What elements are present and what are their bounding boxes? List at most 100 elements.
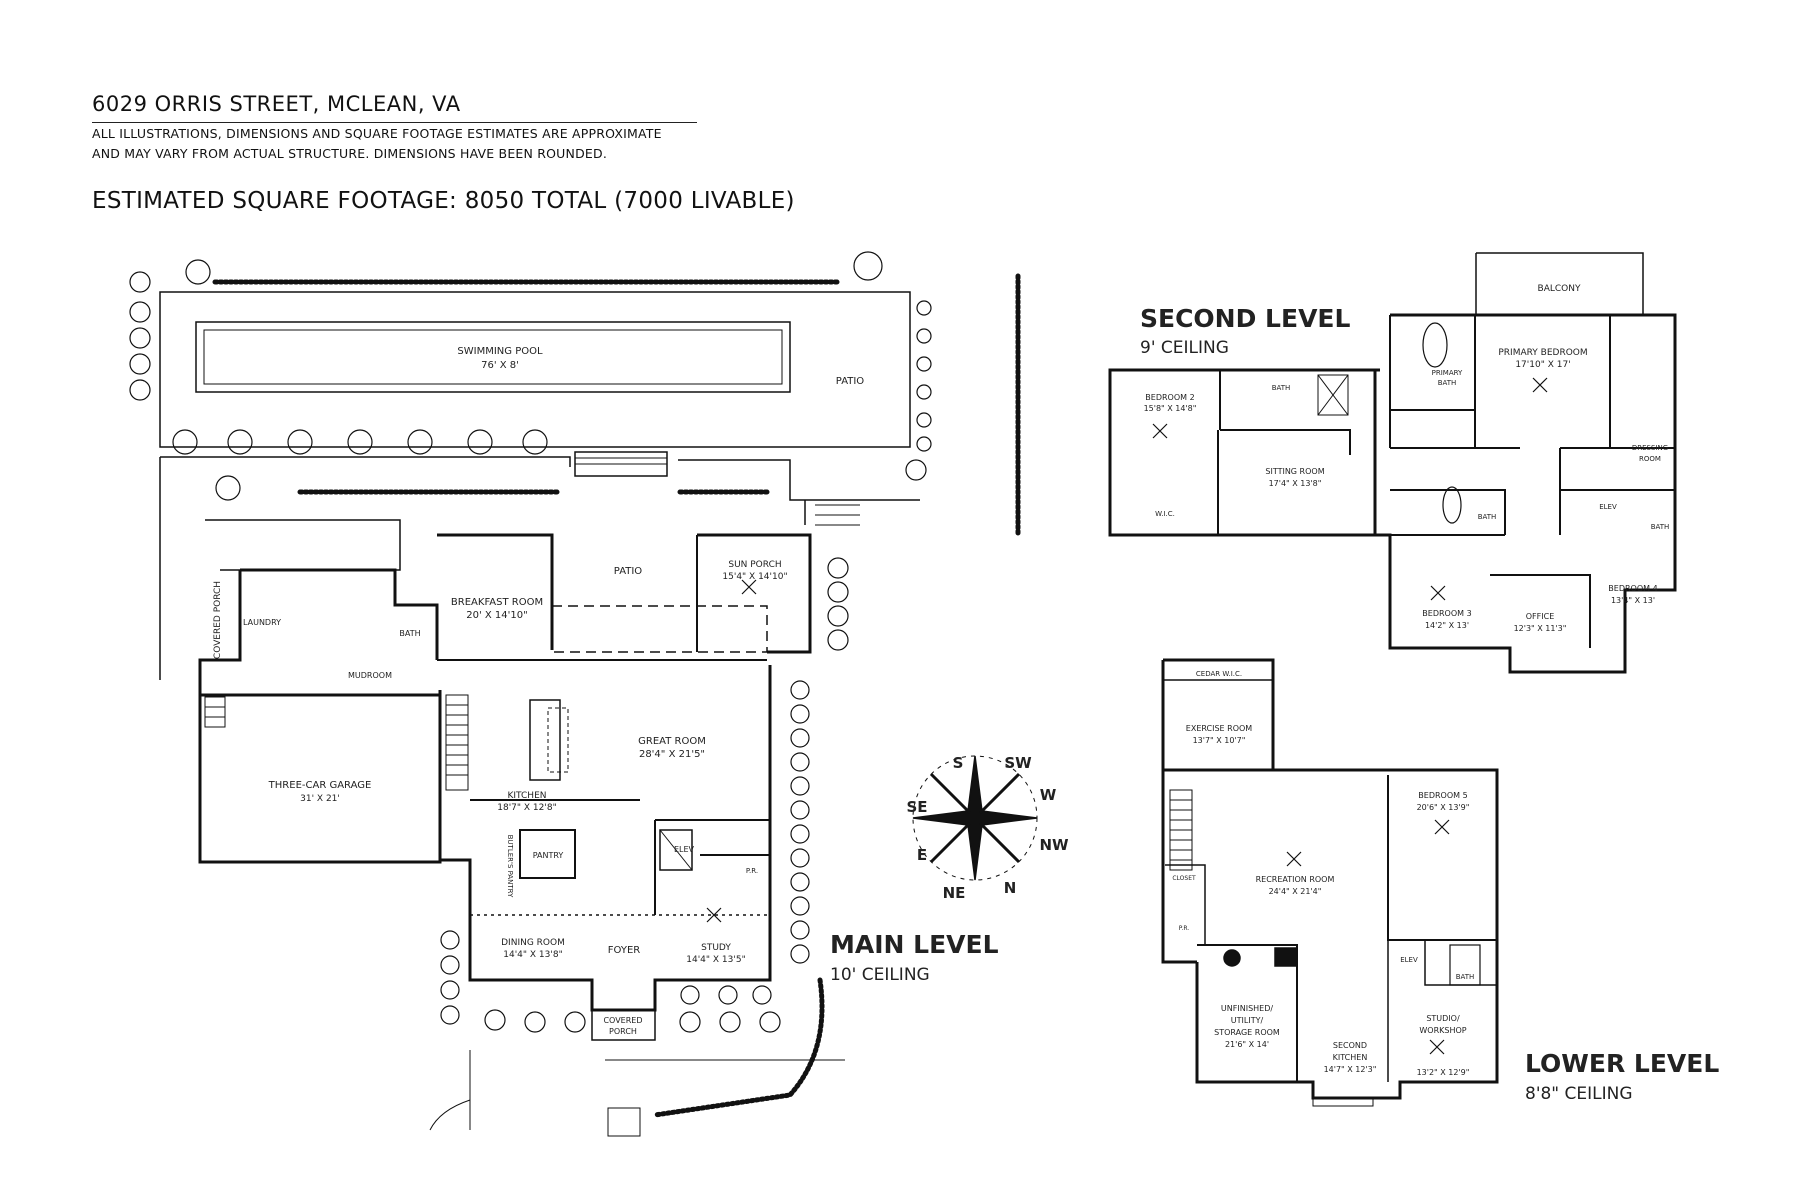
room-dim-office: 12'3" X 11'3" [1514, 624, 1567, 633]
patio [551, 605, 768, 653]
landscaping-shrubs [129, 251, 932, 1033]
compass-label-sw: SW [1004, 754, 1032, 772]
room-label-dressing-2: ROOM [1639, 455, 1661, 463]
room-dim-studio: 13'2" X 12'9" [1417, 1068, 1470, 1077]
second-level-title: SECOND LEVEL [1140, 304, 1350, 333]
elevator [659, 829, 693, 871]
room-label-great-room: GREAT ROOM [638, 736, 706, 747]
kitchen-island [529, 699, 561, 781]
room-label-office: OFFICE [1526, 612, 1555, 621]
room-dim-kitchen: 18'7" X 12'8" [497, 803, 556, 813]
primary-tub [1422, 322, 1448, 368]
room-dim-great-room: 28'4" X 21'5" [639, 749, 705, 760]
room-label-sun-porch: SUN PORCH [728, 560, 781, 570]
room-label-primary-bedroom: PRIMARY BEDROOM [1498, 348, 1587, 358]
compass-label-s: S [953, 754, 964, 772]
bedroom-2-sitting-block [1108, 368, 1377, 537]
room-label-pool: SWIMMING POOL [457, 346, 543, 357]
room-label-bedroom-5: BEDROOM 5 [1418, 791, 1467, 800]
room-dim-second-kitchen: 14'7" X 12'3" [1324, 1065, 1377, 1074]
room-label-exercise: EXERCISE ROOM [1186, 724, 1253, 733]
room-dim-bedroom-5: 20'6" X 13'9" [1417, 803, 1470, 812]
room-label-butlers-pantry: BUTLER'S PANTRY [506, 835, 514, 898]
room-dim-sitting-room: 17'4" X 13'8" [1269, 479, 1322, 488]
compass-label-nw: NW [1039, 836, 1069, 854]
room-label-garage: THREE-CAR GARAGE [268, 780, 372, 791]
room-label-pr-main: P.R. [746, 867, 758, 875]
room-dim-bedroom-4: 13'4" X 13' [1611, 596, 1655, 605]
room-dim-primary-bedroom: 17'10" X 17' [1515, 360, 1570, 370]
address-title: 6029 ORRIS STREET, MCLEAN, VA [92, 92, 697, 123]
room-label-covered-porch-side: COVERED PORCH [213, 581, 223, 659]
room-label-kitchen: KITCHEN [508, 791, 547, 801]
room-label-studio-2: WORKSHOP [1419, 1026, 1466, 1035]
room-dim-sun-porch: 15'4" X 14'10" [722, 572, 787, 582]
room-label-dining: DINING ROOM [501, 938, 565, 948]
room-label-bath-lower: BATH [1456, 973, 1475, 981]
room-dim-dining: 14'4" X 13'8" [503, 950, 562, 960]
room-label-studio-1: STUDIO/ [1426, 1014, 1460, 1023]
room-dim-bedroom-3: 14'2" X 13' [1425, 621, 1469, 630]
swimming-pool [195, 321, 791, 393]
room-label-bath-main: BATH [399, 629, 420, 638]
disclaimer-line-1: ALL ILLUSTRATIONS, DIMENSIONS AND SQUARE… [92, 126, 662, 141]
disclaimer-line-2: AND MAY VARY FROM ACTUAL STRUCTURE. DIME… [92, 146, 608, 161]
utility-furnace [1274, 947, 1298, 967]
room-label-breakfast: BREAKFAST ROOM [451, 597, 543, 608]
hedges [212, 273, 1021, 1118]
main-level-ceiling: 10' CEILING [830, 965, 930, 985]
room-label-utility-2: UTILITY/ [1231, 1016, 1264, 1025]
room-label-balcony: BALCONY [1538, 284, 1581, 294]
main-level-plan [159, 291, 920, 1137]
room-label-study: STUDY [701, 943, 731, 953]
utility-tank [1223, 949, 1241, 967]
lower-level-title: LOWER LEVEL [1525, 1049, 1719, 1078]
room-label-closet: CLOSET [1172, 875, 1196, 882]
room-dim-study: 14'4" X 13'5" [686, 955, 745, 965]
room-label-bath-a: BATH [1272, 384, 1291, 392]
room-label-foyer: FOYER [608, 945, 641, 956]
room-dim-recreation: 24'4" X 21'4" [1269, 887, 1322, 896]
room-label-bath-b: BATH [1478, 513, 1497, 521]
room-label-covered-porch-1: COVERED [603, 1016, 642, 1025]
room-label-wic: W.I.C. [1155, 510, 1175, 518]
room-label-recreation: RECREATION ROOM [1256, 875, 1335, 884]
room-dim-breakfast: 20' X 14'10" [466, 610, 527, 621]
room-dim-pool: 76' X 8' [481, 360, 519, 371]
room-label-utility-1: UNFINISHED/ [1221, 1004, 1273, 1013]
room-label-second-kitchen-1: SECOND [1333, 1041, 1367, 1050]
room-label-pr-lower: P.R. [1179, 925, 1190, 932]
room-label-patio: PATIO [614, 566, 643, 577]
compass-label-n: N [1004, 879, 1017, 897]
room-label-patio-upper: PATIO [836, 376, 865, 387]
room-label-bedroom-4: BEDROOM 4 [1608, 584, 1657, 593]
compass-label-e: E [917, 846, 927, 864]
compass-label-w: W [1040, 786, 1057, 804]
second-level-ceiling: 9' CEILING [1140, 338, 1229, 358]
pantry [519, 829, 576, 879]
room-label-bedroom-2: BEDROOM 2 [1145, 393, 1194, 402]
room-label-elev-main: ELEV [674, 845, 695, 854]
room-dim-utility: 21'6" X 14' [1225, 1040, 1269, 1049]
pool-terrace [159, 291, 911, 448]
room-label-utility-3: STORAGE ROOM [1214, 1028, 1280, 1037]
room-label-second-kitchen-2: KITCHEN [1333, 1053, 1368, 1062]
compass-label-se: SE [906, 798, 927, 816]
covered-porch-front [591, 1009, 656, 1041]
room-label-sitting-room: SITTING ROOM [1265, 467, 1324, 476]
room-label-covered-porch-2: PORCH [609, 1027, 637, 1036]
room-label-mudroom: MUDROOM [348, 671, 392, 680]
room-dim-garage: 31' X 21' [300, 794, 340, 804]
room-label-bedroom-3: BEDROOM 3 [1422, 609, 1471, 618]
compass-label-ne: NE [943, 884, 966, 902]
garage [198, 693, 442, 864]
lower-level-plan [1161, 658, 1499, 1107]
front-steps [607, 1107, 641, 1137]
room-label-dressing-1: DRESSING [1632, 444, 1668, 452]
room-dim-bedroom-2: 15'8" X 14'8" [1144, 404, 1197, 413]
square-footage: ESTIMATED SQUARE FOOTAGE: 8050 TOTAL (70… [92, 188, 795, 214]
room-label-primary-bath-1: PRIMARY [1432, 369, 1463, 377]
room-label-cedar-wic: CEDAR W.I.C. [1196, 670, 1242, 678]
compass [912, 755, 1038, 881]
